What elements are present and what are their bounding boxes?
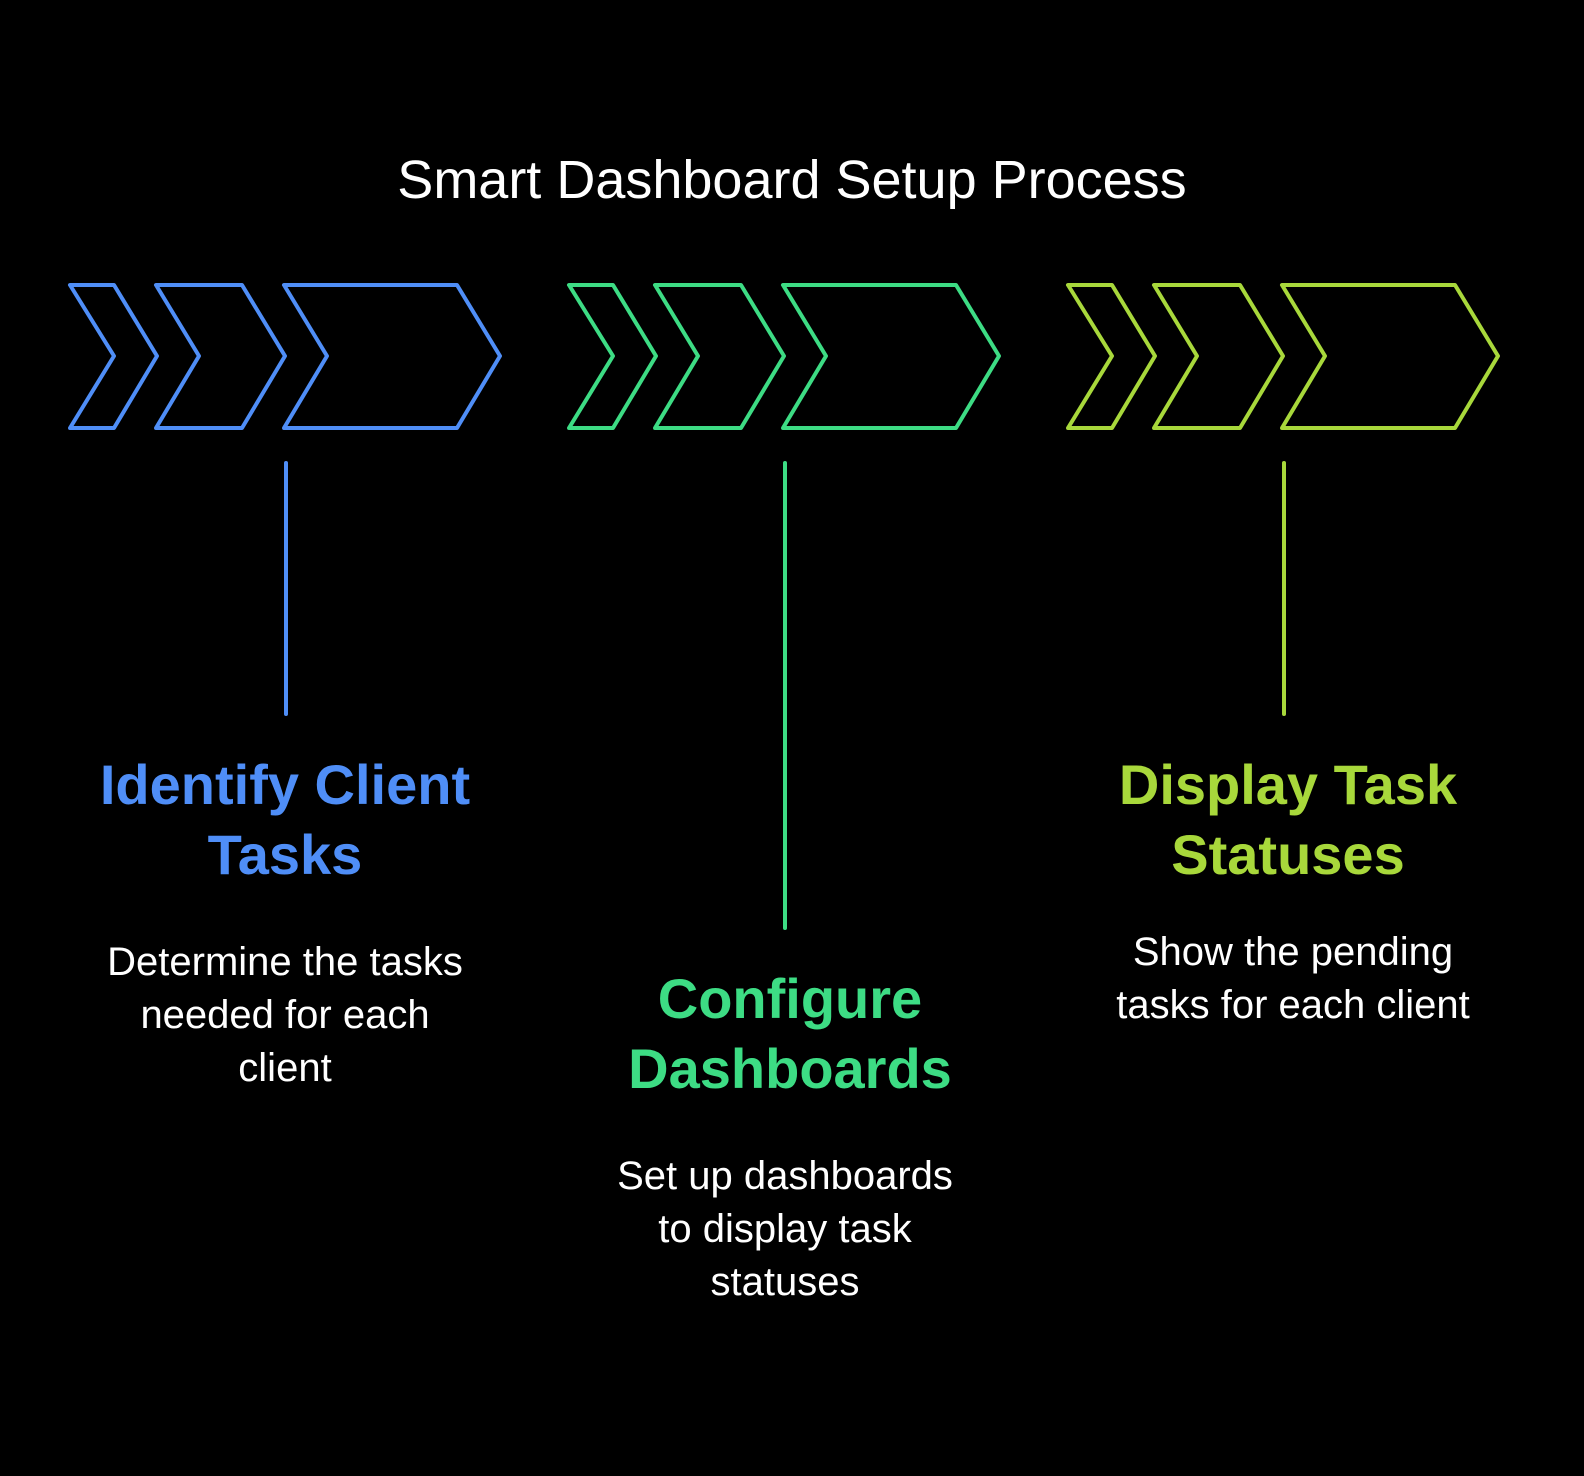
step-1-title-line-1: Identify Client — [99, 753, 471, 816]
step-3-description: Show the pending tasks for each client — [1078, 926, 1508, 1032]
step-1-description: Determine the tasks needed for each clie… — [70, 936, 500, 1095]
step-3-title: Display Task Statuses — [1058, 750, 1518, 890]
step-3-title-line-2: Statuses — [1171, 823, 1405, 886]
step-2-chevron-2 — [653, 283, 786, 430]
step-3-chevron-1 — [1066, 283, 1157, 430]
step-2-title-line-1: Configure — [657, 967, 923, 1030]
step-3-title-line-1: Display Task — [1118, 753, 1458, 816]
step-2-desc-line-3: statuses — [710, 1260, 860, 1304]
step-1-desc-line-3: client — [238, 1046, 332, 1090]
step-1-desc-line-2: needed for each — [140, 993, 430, 1037]
step-2-title-line-2: Dashboards — [628, 1037, 952, 1100]
step-2-title: Configure Dashboards — [560, 964, 1020, 1104]
step-3-desc-line-1: Show the pending — [1132, 930, 1454, 974]
step-1-desc-line-1: Determine the tasks — [107, 940, 463, 984]
step-1-chevron-3 — [282, 283, 502, 430]
step-3-chevron-3 — [1280, 283, 1500, 430]
step-1-title: Identify Client Tasks — [55, 750, 515, 890]
step-2-description: Set up dashboards to display task status… — [570, 1150, 1000, 1309]
step-3-chevron-2 — [1152, 283, 1285, 430]
diagram-title: Smart Dashboard Setup Process — [397, 150, 1187, 210]
step-1-chevron-2 — [154, 283, 287, 430]
step-2-desc-line-1: Set up dashboards — [617, 1154, 953, 1198]
step-1-chevron-1 — [68, 283, 159, 430]
step-2-chevron-3 — [781, 283, 1001, 430]
step-2-desc-line-2: to display task — [658, 1207, 912, 1251]
step-3-desc-line-2: tasks for each client — [1116, 983, 1470, 1027]
step-2-chevron-1 — [567, 283, 658, 430]
step-1-title-line-2: Tasks — [207, 823, 363, 886]
